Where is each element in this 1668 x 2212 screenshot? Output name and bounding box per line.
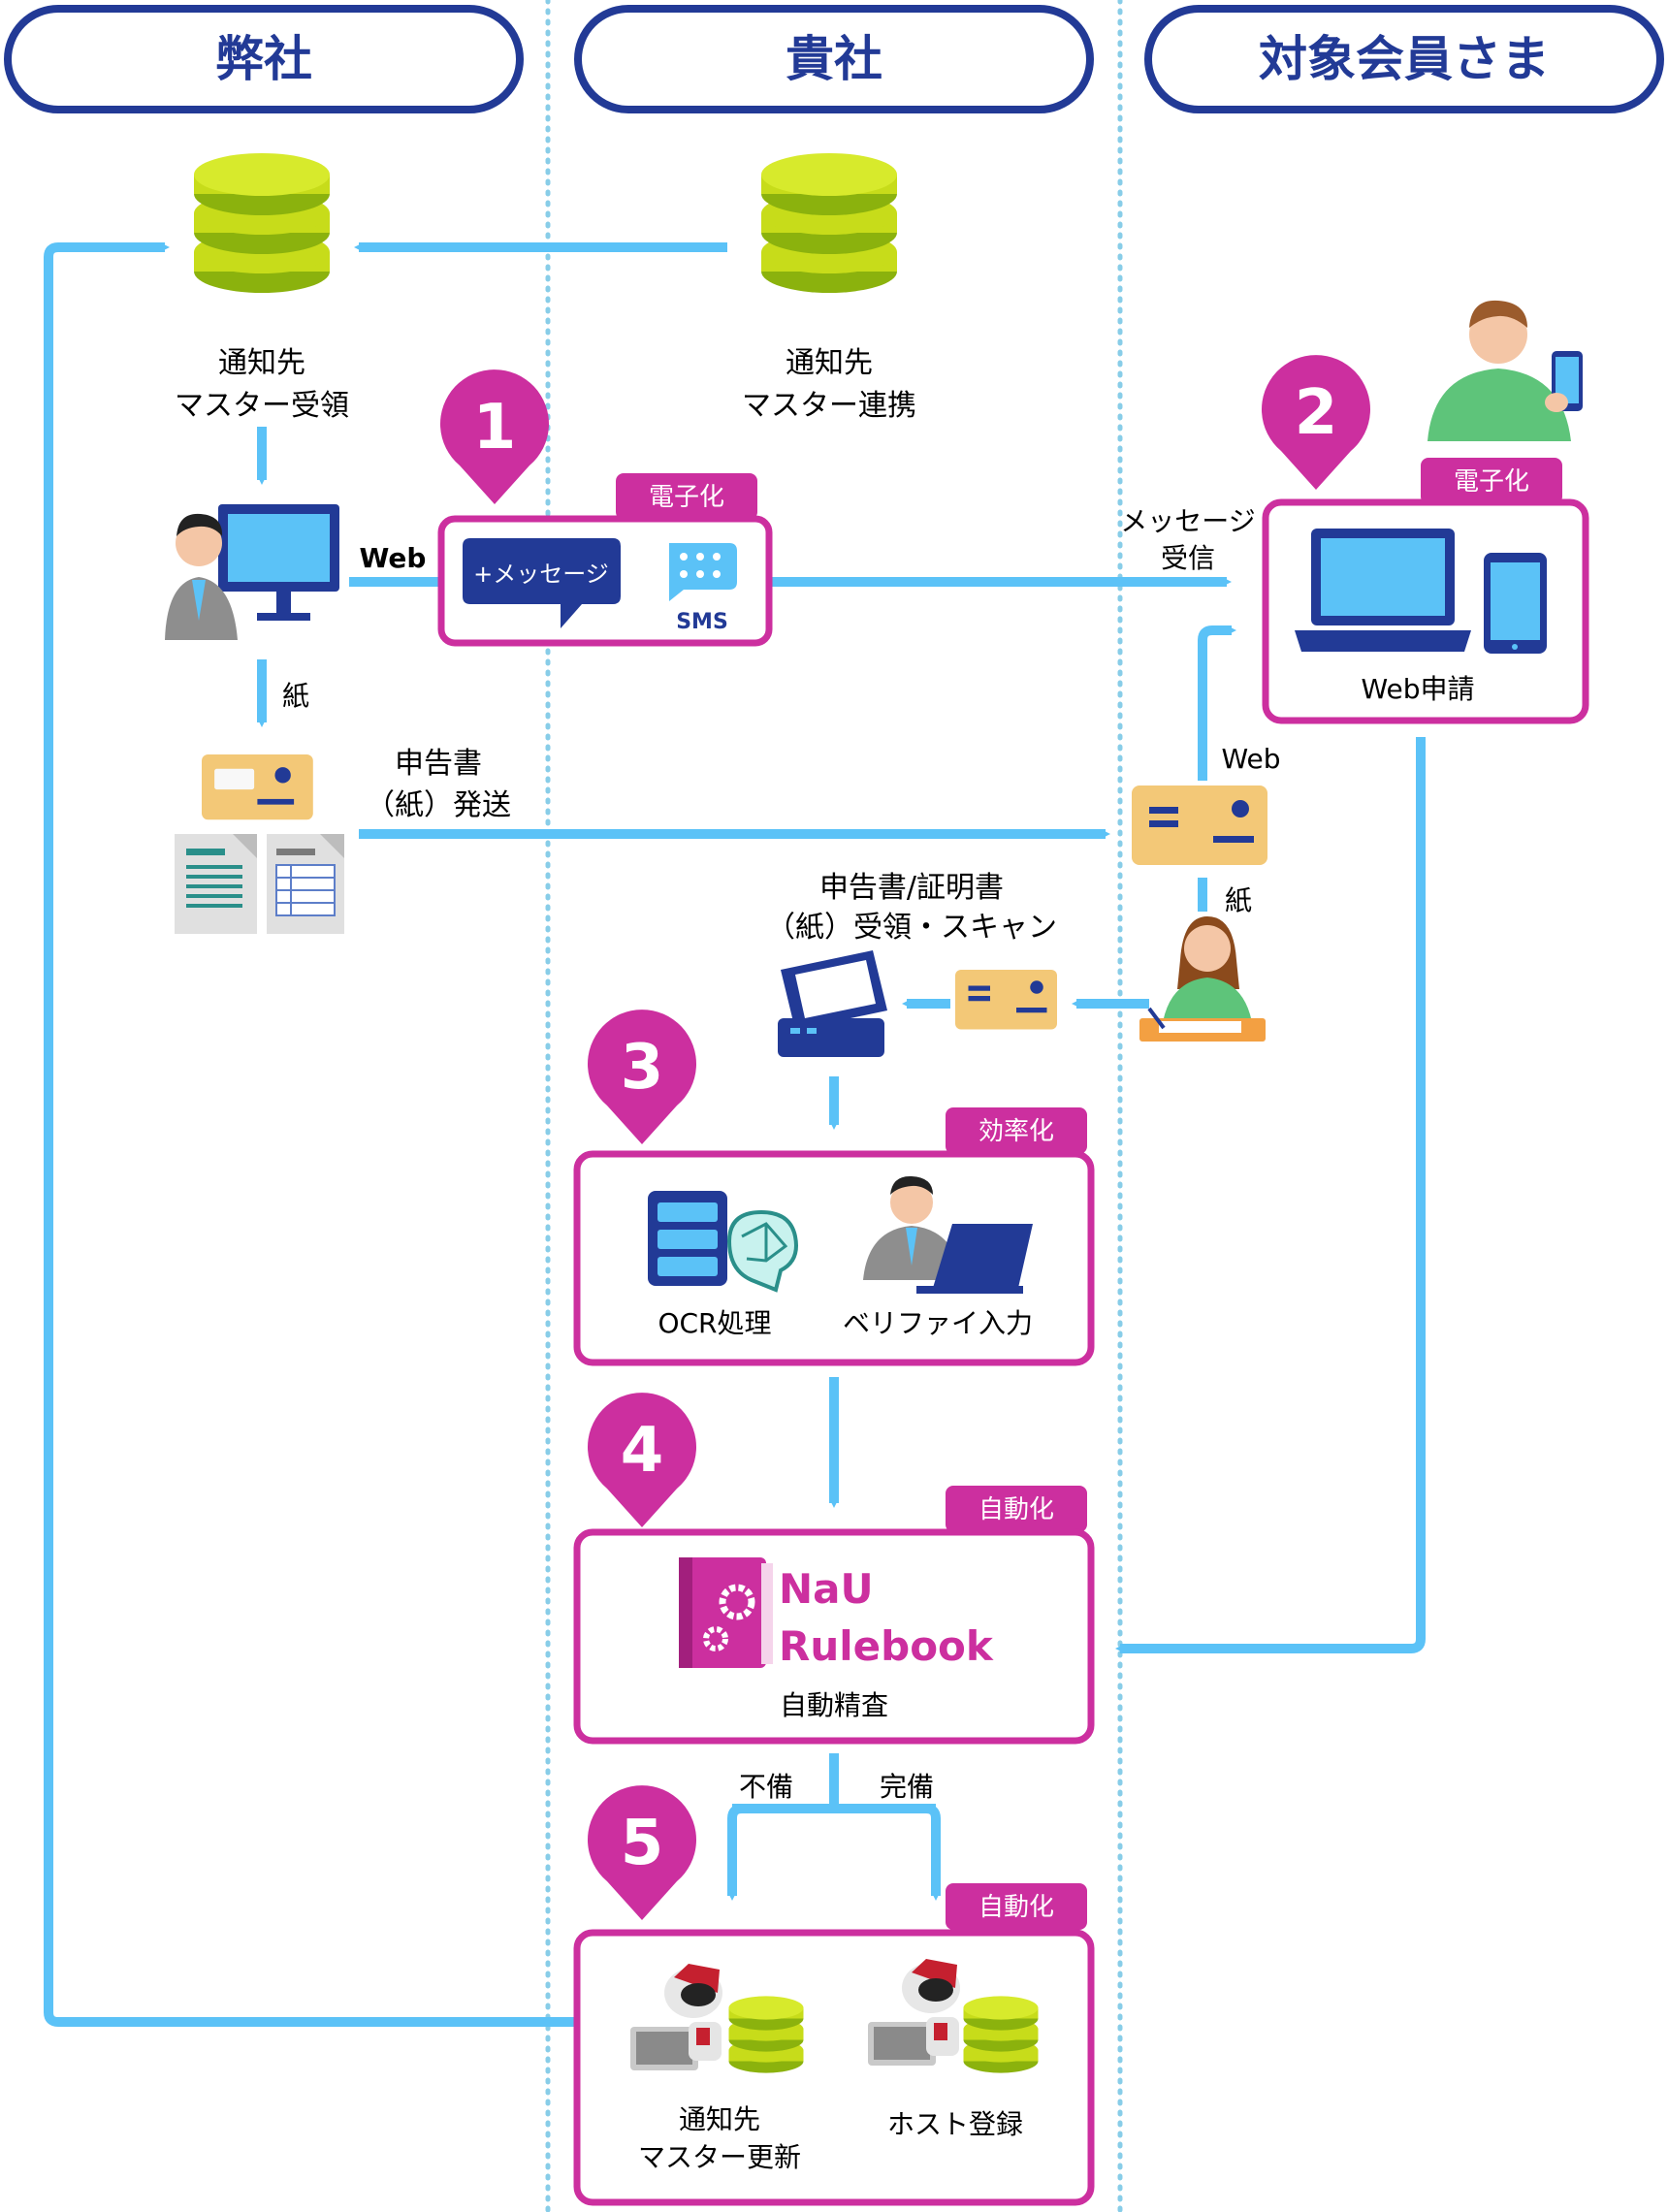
auto-check-label: 自動精査 bbox=[780, 1689, 888, 1721]
arrow-master-update-loop bbox=[44, 242, 592, 2027]
form-scan-line2: （紙）受領・スキャン bbox=[766, 911, 1057, 945]
member-writing-icon bbox=[1139, 916, 1266, 1042]
rulebook-icon bbox=[679, 1557, 773, 1668]
step-marker-2: 2 bbox=[1262, 355, 1370, 490]
efficiency-box: 効率化 OCR処理 ベリファイ入力 bbox=[573, 1107, 1095, 1366]
documents-icon bbox=[175, 834, 344, 934]
envelope-icon bbox=[202, 754, 313, 820]
office-worker-pc-icon bbox=[165, 504, 339, 640]
step-marker-4: 4 bbox=[588, 1393, 696, 1527]
form-send-line1: 申告書 bbox=[395, 747, 482, 781]
message-receive-line1: メッセージ bbox=[1120, 505, 1255, 537]
tag-automation-5: 自動化 bbox=[978, 1893, 1054, 1922]
laptop-icon bbox=[1295, 529, 1471, 652]
step-number-1: 1 bbox=[473, 392, 517, 464]
step-number-3: 3 bbox=[621, 1032, 664, 1104]
web-apply-label: Web申請 bbox=[1361, 673, 1474, 705]
arrow-complete bbox=[925, 1804, 941, 1901]
message-receive-line2: 受信 bbox=[1161, 542, 1215, 574]
form-scan-line1: 申告書/証明書 bbox=[819, 871, 1004, 905]
scanner-icon bbox=[778, 950, 887, 1057]
message-sms-box: 電子化 +メッセージ SMS bbox=[437, 473, 773, 647]
tag-efficiency: 効率化 bbox=[978, 1117, 1054, 1146]
complete-label: 完備 bbox=[880, 1771, 934, 1803]
paper-label-left: 紙 bbox=[282, 680, 309, 712]
database-icon bbox=[963, 1996, 1039, 2073]
lane-header-client: 貴社 bbox=[574, 5, 1094, 113]
web-label-right: Web bbox=[1221, 743, 1280, 775]
arrow-incomplete bbox=[727, 1804, 743, 1901]
flow-arrows bbox=[44, 242, 1426, 2027]
tag-digitize-2: 電子化 bbox=[1454, 467, 1529, 497]
member-smartphone-icon bbox=[1427, 300, 1583, 441]
lane-title-members: 対象会員さま bbox=[1259, 31, 1550, 87]
incomplete-label: 不備 bbox=[739, 1771, 793, 1803]
master-link-line1: 通知先 bbox=[786, 346, 873, 380]
tag-automation-4: 自動化 bbox=[978, 1495, 1054, 1524]
master-receive-line1: 通知先 bbox=[218, 346, 305, 380]
form-send-line2: （紙）発送 bbox=[366, 788, 511, 822]
envelope-icon bbox=[955, 970, 1057, 1030]
robot-automation-box: 自動化 通知先 マスター更新 ホスト登録 bbox=[573, 1883, 1095, 2206]
step-marker-1: 1 bbox=[440, 369, 549, 504]
master-link-line2: マスター連携 bbox=[742, 389, 916, 423]
verify-operator-icon bbox=[863, 1175, 1033, 1294]
sms-label: SMS bbox=[676, 610, 728, 634]
rulebook-title-line1: NaU bbox=[779, 1565, 874, 1613]
master-receive-line2: マスター受領 bbox=[175, 389, 349, 423]
database-icon bbox=[194, 153, 330, 293]
lane-header-members: 対象会員さま bbox=[1144, 5, 1664, 113]
rulebook-title-line2: Rulebook bbox=[779, 1622, 994, 1670]
arrow-web-to-rulebook bbox=[1115, 737, 1426, 1653]
master-update-line1: 通知先 bbox=[679, 2103, 760, 2135]
step-marker-5: 5 bbox=[588, 1785, 696, 1920]
step-number-2: 2 bbox=[1295, 377, 1338, 449]
tag-digitize-1: 電子化 bbox=[649, 483, 724, 512]
step-number-4: 4 bbox=[621, 1415, 664, 1487]
database-icon bbox=[761, 153, 897, 293]
step-number-5: 5 bbox=[621, 1808, 664, 1879]
database-icon bbox=[728, 1996, 804, 2073]
ocr-label: OCR処理 bbox=[658, 1307, 771, 1339]
message-bubble-label: +メッセージ bbox=[473, 561, 609, 588]
lane-title-company: 弊社 bbox=[215, 31, 312, 87]
verify-label: ベリファイ入力 bbox=[843, 1307, 1033, 1339]
lane-title-client: 貴社 bbox=[786, 31, 882, 87]
master-update-line2: マスター更新 bbox=[638, 2141, 801, 2173]
line-split bbox=[732, 1753, 936, 1813]
paper-label-right: 紙 bbox=[1225, 884, 1252, 916]
tablet-icon bbox=[1484, 553, 1547, 654]
web-apply-box: 電子化 Web申請 bbox=[1262, 458, 1589, 724]
step-marker-3: 3 bbox=[588, 1010, 696, 1144]
rulebook-box: 自動化 NaU Rulebook 自動精査 bbox=[573, 1486, 1095, 1745]
ocr-server-icon bbox=[648, 1191, 798, 1293]
web-label-left: Web bbox=[360, 542, 427, 574]
arrow-web-apply bbox=[1198, 625, 1236, 781]
host-register-label: ホスト登録 bbox=[887, 2108, 1023, 2140]
envelope-icon bbox=[1132, 785, 1267, 865]
lane-header-company: 弊社 bbox=[4, 5, 524, 113]
